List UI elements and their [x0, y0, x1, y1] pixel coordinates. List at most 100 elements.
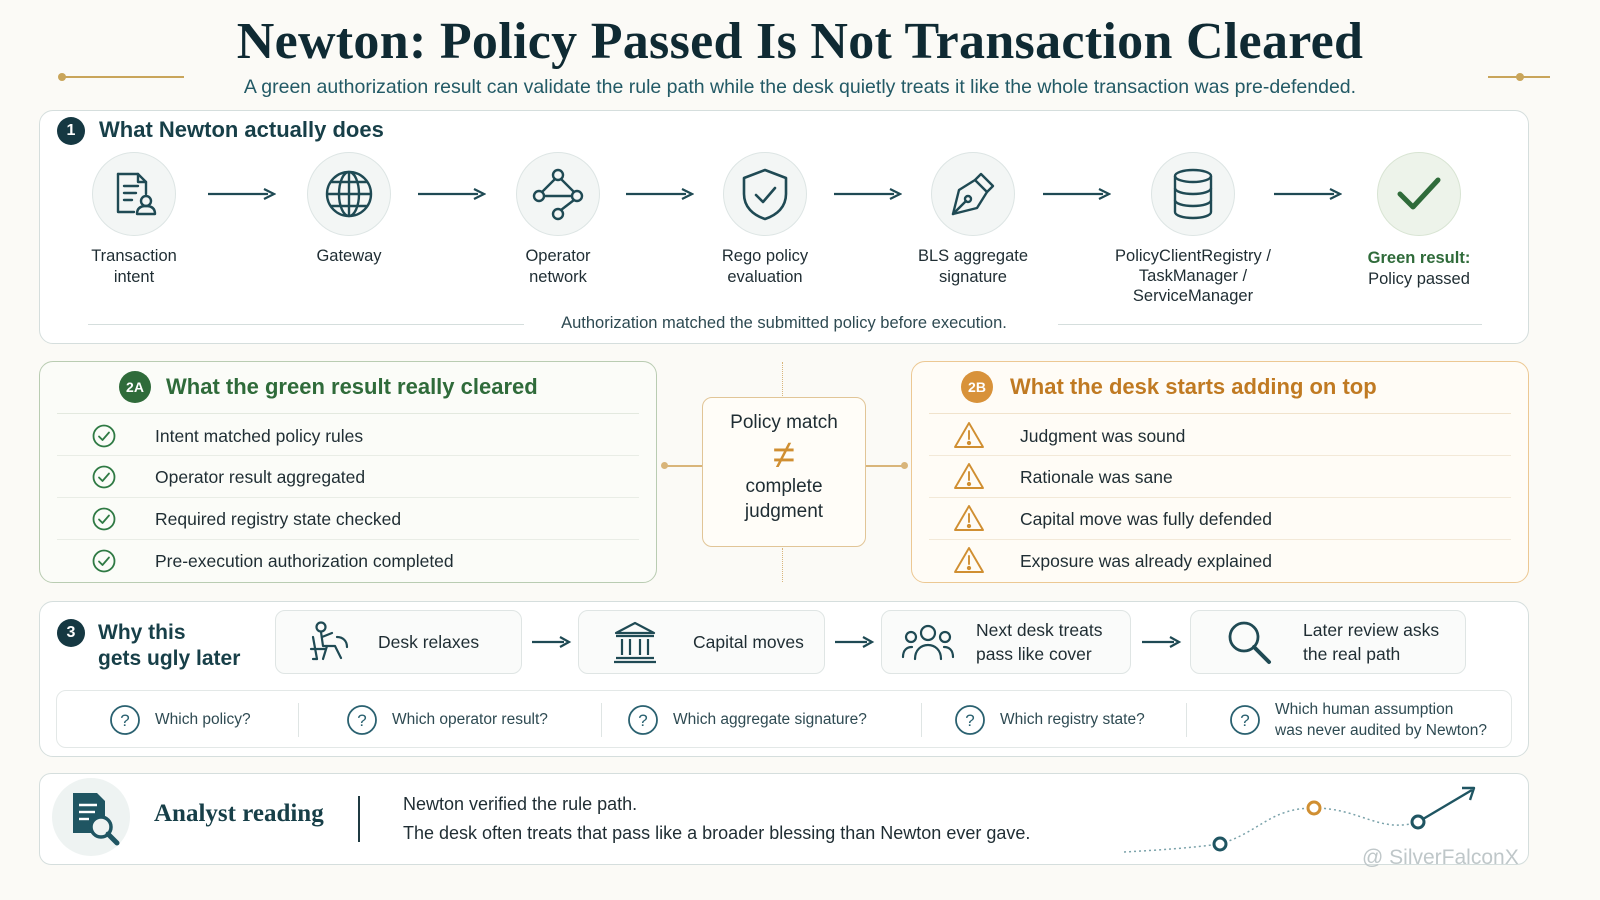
step-label-line1: Green result:: [1367, 249, 1471, 267]
warning-icon: [953, 546, 985, 574]
section3-title-line1: Why this: [98, 621, 186, 644]
connector-left: [664, 465, 702, 467]
question-text-line1: Which human assumption: [1275, 701, 1454, 718]
section2a-heading: What the green result really cleared: [166, 374, 538, 399]
pen-nib-icon: [931, 152, 1015, 236]
center-dotted-line-top: [782, 362, 783, 396]
globe-icon: [307, 152, 391, 236]
center-bottom-line2: judgment: [744, 501, 824, 522]
svg-text:?: ?: [120, 711, 129, 730]
divider: [601, 703, 602, 737]
left-decor-line: [62, 76, 184, 78]
card-label-line1: Later review asks: [1303, 620, 1440, 640]
desk-assumption: Capital move was fully defended: [1020, 508, 1272, 529]
flow-step-operator-network: Operator network: [458, 152, 658, 288]
trend-path-icon: [1123, 786, 1476, 853]
connector-dot: [901, 462, 908, 469]
magnifier-icon: [1219, 618, 1279, 666]
question-item: ? Which operator result?: [346, 691, 548, 749]
checkmark-icon: [1377, 152, 1461, 236]
flow-arrow: [1274, 188, 1342, 200]
divider: [929, 413, 1511, 414]
not-equal-symbol: ≠: [773, 433, 795, 477]
step-label-line1: Operator: [525, 247, 591, 265]
cleared-item: Pre-execution authorization completed: [155, 550, 454, 571]
divider: [929, 497, 1511, 498]
question-item: ? Which aggregate signature?: [627, 691, 867, 749]
analyst-panel: [39, 773, 1529, 865]
divider: [1186, 703, 1187, 737]
footer-rule-left: [88, 324, 524, 325]
question-item: ? Which human assumption was never audit…: [1229, 691, 1487, 749]
flow-arrow: [835, 636, 875, 648]
warning-icon: [953, 504, 985, 532]
section3-title: Why this gets ugly later: [98, 620, 240, 672]
shield-check-icon: [723, 152, 807, 236]
card-label: Capital moves: [693, 632, 804, 652]
section3-badge: 3: [57, 619, 85, 647]
footer-rule-right: [1058, 324, 1482, 325]
center-top-label: Policy match: [730, 412, 838, 433]
question-text-line2: was never audited by Newton?: [1275, 722, 1487, 739]
section3-title-line2: gets ugly later: [98, 647, 241, 670]
flow-arrow: [532, 636, 572, 648]
divider: [57, 497, 639, 498]
step-label-line1: BLS aggregate: [917, 247, 1029, 265]
desk-assumption: Exposure was already explained: [1020, 550, 1272, 571]
bank-icon: [605, 619, 665, 665]
flow-arrow: [834, 188, 902, 200]
page-subtitle: A green authorization result can validat…: [243, 76, 1357, 98]
divider: [929, 539, 1511, 540]
flow-arrow: [208, 188, 276, 200]
section2b-heading: What the desk starts adding on top: [1010, 374, 1377, 399]
question-strip: ? Which policy? ? Which operator result?…: [56, 690, 1512, 748]
check-circle-icon: [92, 424, 116, 448]
consequence-card-later-review: Later review asks the real path: [1190, 610, 1466, 674]
step-label-line2: network: [529, 268, 587, 286]
step-label-line2: Policy passed: [1368, 270, 1470, 288]
warning-icon: [953, 421, 985, 449]
question-item: ? Which registry state?: [954, 691, 1145, 749]
analyst-line2: The desk often treats that pass like a b…: [403, 823, 1031, 843]
divider: [57, 539, 639, 540]
analyst-document-icon: [52, 778, 130, 856]
right-decor-dot: [1516, 73, 1524, 81]
question-circle-icon: ?: [628, 705, 658, 735]
step-label-line3: ServiceManager: [1132, 287, 1254, 305]
flow-arrow: [1043, 188, 1111, 200]
flow-step-gateway: Gateway: [249, 152, 449, 267]
section1-footer: Authorization matched the submitted poli…: [561, 314, 1007, 332]
desk-assumption: Judgment was sound: [1020, 425, 1186, 446]
connector-right: [866, 465, 904, 467]
divider: [921, 703, 922, 737]
question-circle-icon: ?: [347, 705, 377, 735]
divider: [929, 455, 1511, 456]
question-text: Which aggregate signature?: [673, 711, 867, 728]
step-label-line1: Rego policy: [721, 247, 809, 265]
section1-badge: 1: [57, 117, 85, 145]
cleared-item: Operator result aggregated: [155, 466, 366, 487]
card-label: Desk relaxes: [378, 632, 480, 652]
divider: [298, 703, 299, 737]
check-circle-icon: [92, 549, 116, 573]
cleared-item: Required registry state checked: [155, 508, 402, 529]
card-label-line1: Next desk treats: [976, 620, 1103, 640]
consequence-card-desk-relaxes: Desk relaxes: [275, 610, 522, 674]
flow-arrow: [626, 188, 694, 200]
flow-step-green-result: Green result: Policy passed: [1319, 152, 1519, 290]
step-label-line1: Gateway: [316, 247, 382, 265]
divider: [57, 455, 639, 456]
section2b-badge: 2B: [961, 371, 993, 403]
step-label-line2: TaskManager /: [1138, 267, 1248, 285]
desk-assumption: Rationale was sane: [1020, 466, 1173, 487]
svg-text:?: ?: [1240, 711, 1249, 730]
flow-step-transaction-intent: Transaction intent: [34, 152, 234, 288]
consequence-card-capital-moves: Capital moves: [578, 610, 825, 674]
section2b-panel: [911, 361, 1529, 583]
analyst-divider: [358, 796, 360, 842]
consequence-card-next-desk: Next desk treats pass like cover: [881, 610, 1131, 674]
step-label-line2: evaluation: [727, 268, 803, 286]
watermark: @ SilverFalconX: [1362, 846, 1519, 869]
step-label-line2: intent: [113, 268, 155, 286]
section2a-badge: 2A: [119, 371, 151, 403]
